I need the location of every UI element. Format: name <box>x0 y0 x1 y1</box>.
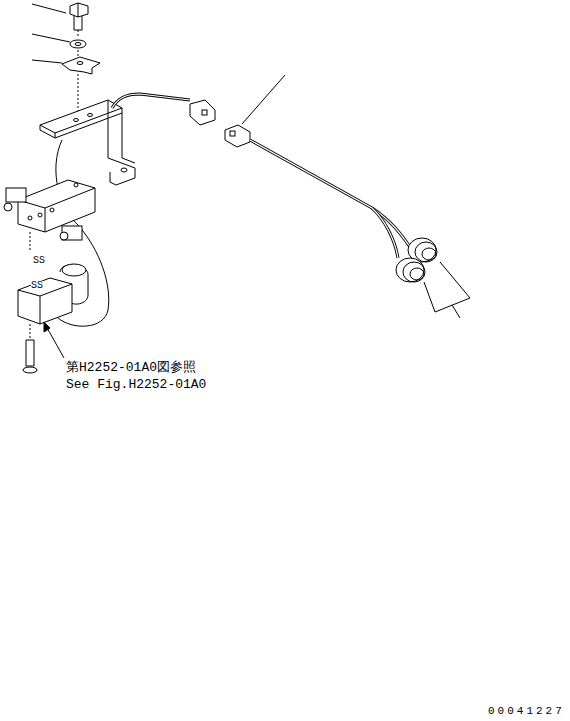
leader-bracket <box>435 262 470 312</box>
connector <box>225 125 250 147</box>
reference-arrow <box>46 326 64 358</box>
leader-line <box>32 60 62 63</box>
part-code: SS <box>33 256 45 266</box>
harness <box>250 140 412 250</box>
valve-block <box>4 180 95 240</box>
connector <box>190 100 215 125</box>
reference-note: 第H2252-01A0図参照 <box>66 361 196 374</box>
clamp <box>62 57 100 74</box>
leader-line <box>32 4 66 13</box>
bolt <box>23 340 37 373</box>
leader-line <box>242 75 285 124</box>
bolt <box>70 3 88 38</box>
washer <box>70 40 86 48</box>
leader-line <box>32 34 70 42</box>
part-code: SS <box>31 281 43 291</box>
wire <box>112 94 190 108</box>
drawing-number: 00041227 <box>488 706 565 717</box>
round-connector <box>396 258 425 282</box>
solenoid <box>18 264 88 324</box>
bracket <box>40 100 135 185</box>
reference-note: See Fig.H2252-01A0 <box>66 378 206 391</box>
arrowhead <box>44 322 50 332</box>
